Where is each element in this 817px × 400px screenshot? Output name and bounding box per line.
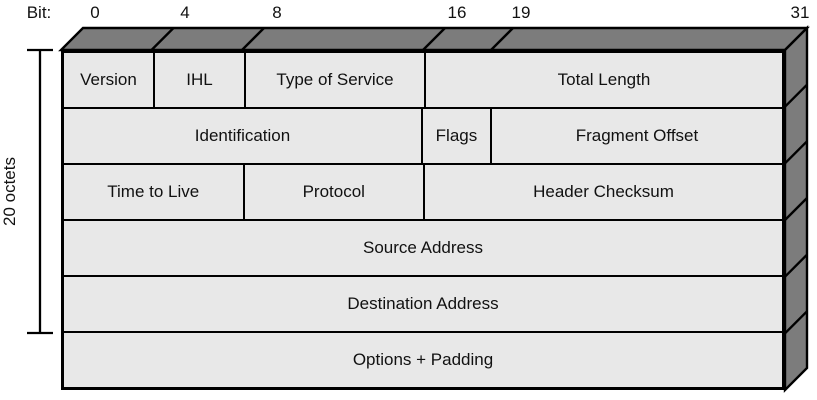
- row-depth-tick-3: [784, 197, 808, 221]
- bit-tick-4: [150, 27, 175, 51]
- row-depth-tick-1: [784, 83, 808, 108]
- row-depth-tick-4: [784, 253, 808, 278]
- octets-bracket-label: 20 octets: [0, 157, 19, 226]
- bit-label-4: 4: [180, 3, 189, 22]
- field-options-padding: Options + Padding: [64, 333, 782, 387]
- field-header-checksum: Header Checksum: [425, 165, 782, 219]
- header-row-5: Destination Address: [64, 277, 782, 333]
- field-fragment-offset: Fragment Offset: [491, 109, 782, 163]
- bit-axis-label: Bit:: [27, 3, 52, 22]
- header-row-4: Source Address: [64, 221, 782, 277]
- field-flags: Flags: [423, 109, 492, 163]
- field-total-length: Total Length: [426, 53, 782, 107]
- bit-tick-16: [422, 27, 446, 51]
- header-field-grid: Version IHL Type of Service Total Length…: [61, 50, 785, 390]
- field-source-address: Source Address: [64, 221, 782, 275]
- header-row-2: Identification Flags Fragment Offset: [64, 109, 782, 165]
- bit-label-0: 0: [90, 3, 99, 22]
- field-protocol: Protocol: [244, 165, 425, 219]
- header-row-1: Version IHL Type of Service Total Length: [64, 53, 782, 109]
- field-time-to-live: Time to Live: [64, 165, 245, 219]
- row-depth-tick-2: [784, 140, 808, 165]
- header-row-6: Options + Padding: [64, 333, 782, 387]
- bit-tick-8: [241, 27, 265, 51]
- field-ihl: IHL: [155, 53, 246, 107]
- bit-label-8: 8: [272, 3, 281, 22]
- bit-label-16: 16: [448, 3, 467, 22]
- field-type-of-service: Type of Service: [246, 53, 426, 107]
- field-version: Version: [64, 53, 155, 107]
- bit-label-19: 19: [512, 3, 531, 22]
- field-destination-address: Destination Address: [64, 277, 782, 331]
- bit-tick-19: [490, 27, 514, 51]
- header-row-3: Time to Live Protocol Header Checksum: [64, 165, 782, 221]
- row-depth-tick-5: [784, 310, 808, 335]
- field-identification: Identification: [64, 109, 423, 163]
- octets-bracket: [27, 48, 53, 335]
- bit-label-31: 31: [791, 3, 810, 22]
